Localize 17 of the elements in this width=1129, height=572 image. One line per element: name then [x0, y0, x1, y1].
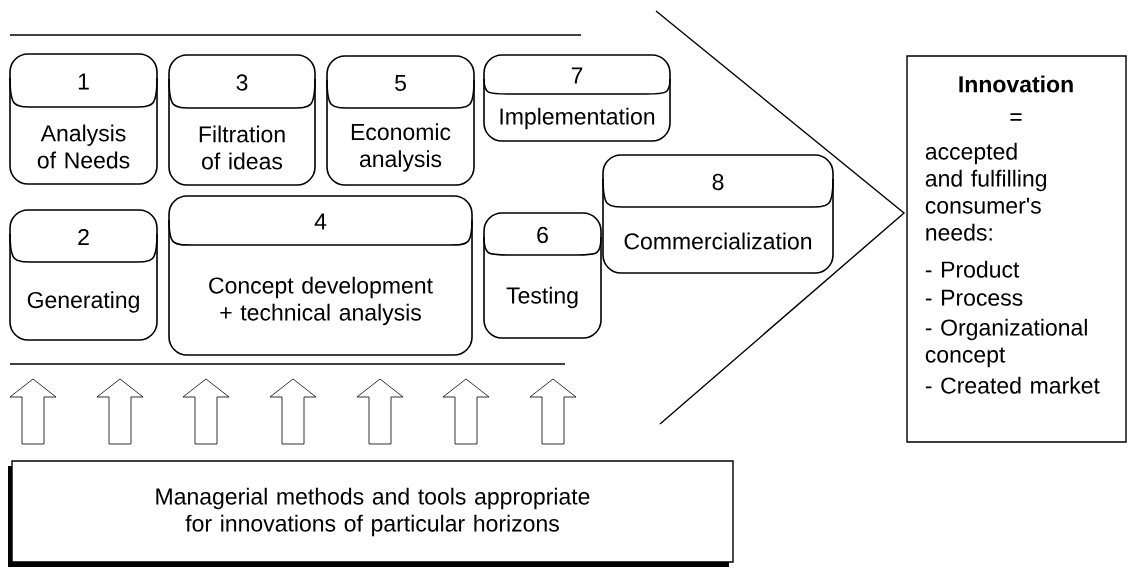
process-box: 8 Commercialization	[602, 154, 834, 274]
process-box: 3 Filtration of ideas	[168, 54, 316, 186]
block-arrow	[529, 378, 577, 445]
process-box: 5 Economic analysis	[326, 55, 475, 186]
process-box: 1 Analysis of Needs	[9, 53, 158, 185]
process-box: 4 Concept development + technical analysis	[168, 195, 473, 356]
block-arrow	[269, 378, 317, 445]
tools-box: Managerial methods and tools appropriate for innovations of particular horizons	[8, 460, 734, 567]
block-arrow	[356, 378, 404, 445]
block-arrow	[182, 378, 230, 445]
result-box: Innovation = accepted and fulfilling consumer's needs: - Product - Process - Organizational concept - Created market	[906, 55, 1127, 443]
process-box: 7 Implementation	[483, 54, 671, 142]
block-arrow	[442, 378, 490, 445]
block-arrow	[9, 378, 57, 445]
block-arrow	[96, 378, 144, 445]
process-box: 6 Testing	[483, 212, 602, 339]
process-box: 2 Generating	[9, 209, 158, 341]
